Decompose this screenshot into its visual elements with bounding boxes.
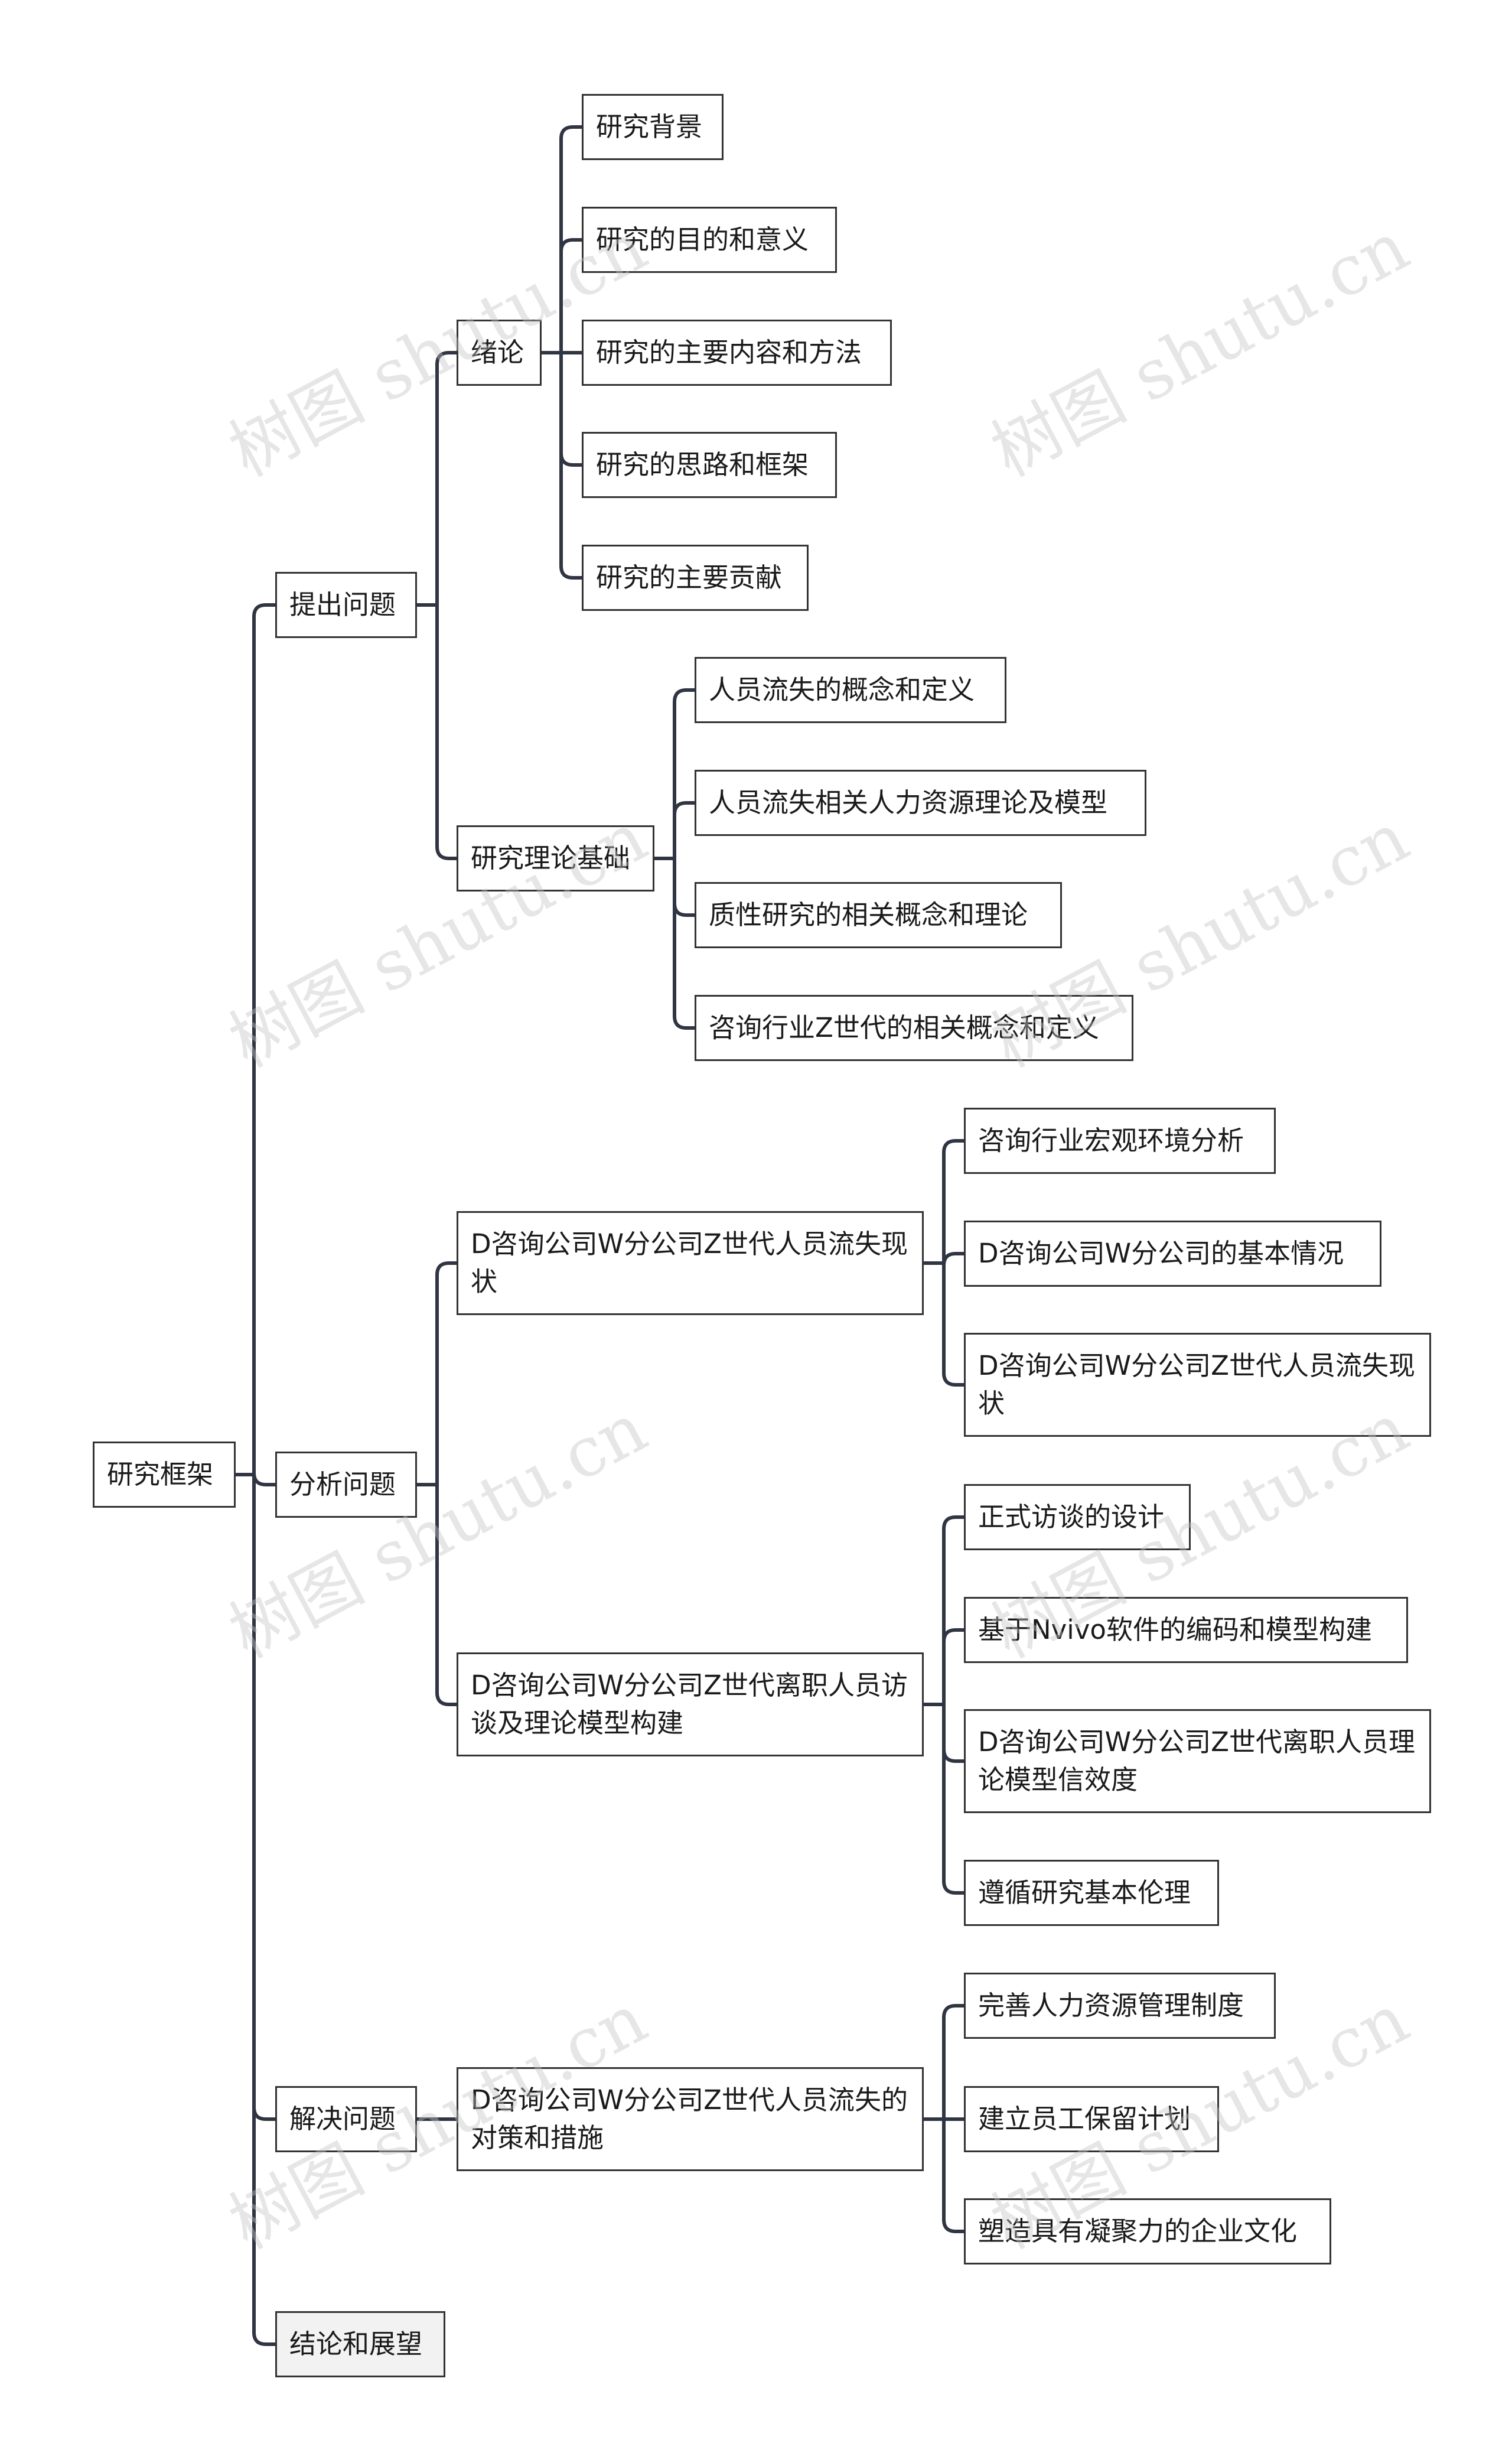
connector-line	[234, 603, 277, 1476]
connector-line	[415, 1261, 458, 1486]
connector-line	[540, 125, 584, 354]
connector-line	[922, 1628, 966, 1706]
connector-line	[922, 1515, 966, 1706]
leaf-node[interactable]: 遵循研究基本伦理	[964, 1860, 1219, 1926]
leaf-node[interactable]: D咨询公司W分公司Z世代离职人员理论模型信效度	[964, 1709, 1431, 1813]
connector-line	[922, 2117, 966, 2233]
leaf-node[interactable]: 完善人力资源管理制度	[964, 1973, 1276, 2039]
topic-node-对策和措施[interactable]: D咨询公司W分公司Z世代人员流失的对策和措施	[457, 2067, 924, 2171]
topic-node-研究理论基础[interactable]: 研究理论基础	[457, 825, 654, 891]
branch-node-提出问题[interactable]: 提出问题	[275, 572, 417, 638]
leaf-node[interactable]: 研究背景	[582, 94, 724, 160]
leaf-node[interactable]: 基于Nvivo软件的编码和模型构建	[964, 1597, 1408, 1663]
connector-line	[922, 1703, 966, 1895]
leaf-node[interactable]: 咨询行业Z世代的相关概念和定义	[695, 995, 1133, 1061]
leaf-node[interactable]: 建立员工保留计划	[964, 2086, 1219, 2152]
topic-node-访谈及理论模型构建[interactable]: D咨询公司W分公司Z世代离职人员访谈及理论模型构建	[457, 1652, 924, 1756]
branch-node-解决问题[interactable]: 解决问题	[275, 2086, 417, 2152]
connector-line	[234, 1473, 277, 2346]
leaf-node[interactable]: 咨询行业宏观环境分析	[964, 1108, 1276, 1174]
leaf-node[interactable]: 研究的目的和意义	[582, 207, 837, 273]
topic-node-绪论[interactable]: 绪论	[457, 320, 542, 386]
leaf-node[interactable]: 塑造具有凝聚力的企业文化	[964, 2198, 1331, 2264]
leaf-node[interactable]: D咨询公司W分公司的基本情况	[964, 1221, 1381, 1287]
connector-line	[415, 603, 458, 860]
connector-line	[540, 351, 584, 580]
connector-line	[922, 1139, 966, 1265]
root-node[interactable]: 研究框架	[93, 1442, 236, 1508]
connector-line	[922, 1261, 966, 1387]
leaf-node[interactable]: 研究的主要贡献	[582, 545, 809, 611]
leaf-node[interactable]: D咨询公司W分公司Z世代人员流失现状	[964, 1333, 1431, 1437]
connector-line	[653, 857, 696, 1030]
branch-node-分析问题[interactable]: 分析问题	[275, 1452, 417, 1518]
leaf-node[interactable]: 研究的主要内容和方法	[582, 320, 892, 386]
connector-line	[922, 2004, 966, 2121]
connector-line	[415, 351, 458, 607]
connector-line	[653, 688, 696, 860]
connector-line	[540, 238, 584, 354]
connector-line	[653, 801, 696, 860]
branch-node-结论和展望[interactable]: 结论和展望	[275, 2311, 445, 2377]
leaf-node[interactable]: 研究的思路和框架	[582, 432, 837, 498]
leaf-node[interactable]: 质性研究的相关概念和理论	[695, 882, 1062, 948]
leaf-node[interactable]: 正式访谈的设计	[964, 1484, 1191, 1550]
connector-line	[415, 1483, 458, 1706]
topic-node-人员流失现状[interactable]: D咨询公司W分公司Z世代人员流失现状	[457, 1211, 924, 1315]
leaf-node[interactable]: 人员流失相关人力资源理论及模型	[695, 770, 1146, 836]
leaf-node[interactable]: 人员流失的概念和定义	[695, 657, 1006, 723]
